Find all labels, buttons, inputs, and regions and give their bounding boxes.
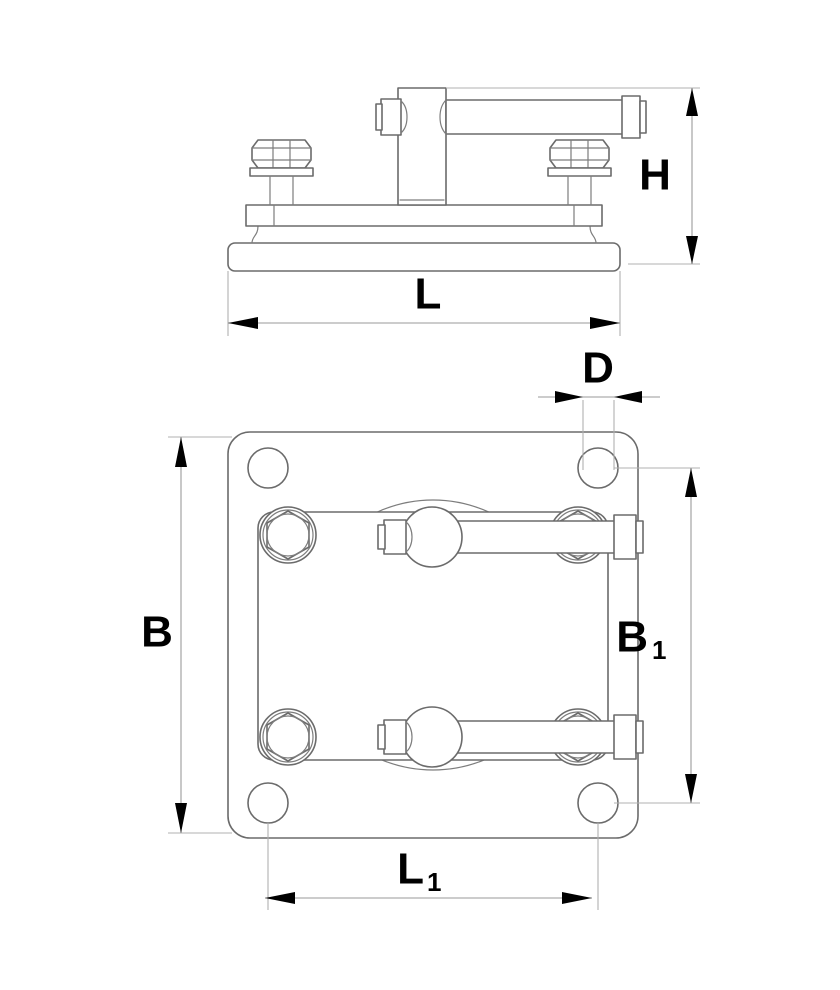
dimension-L1-arrow-right	[562, 892, 592, 904]
dimension-B-arrow-top	[175, 437, 187, 467]
dimension-B1-subscript: 1	[652, 635, 666, 665]
dimension-L1-arrow-left	[265, 892, 295, 904]
cross-rod-plan-body-lower	[431, 720, 633, 754]
base-flange	[227, 242, 621, 272]
dimension-L1: L 1	[265, 823, 599, 910]
dimension-D: D	[538, 344, 660, 470]
cross-rod-nut-washer-lower	[635, 720, 644, 754]
cross-rod-ball-seat	[439, 99, 447, 135]
dimension-L-arrow-right	[590, 317, 620, 329]
dimension-D-label: D	[582, 344, 614, 393]
cross-rod-left-ball-arc	[400, 100, 408, 134]
hex-bolt-plan-bore-bl	[266, 715, 310, 759]
hex-bolt-plan-ring-bl	[262, 711, 314, 763]
hex-bolt-washer-left	[249, 167, 314, 177]
cross-rod	[445, 99, 627, 135]
dimension-B-label: B	[141, 608, 173, 657]
hex-bolt-front-left	[249, 139, 314, 206]
cross-rod-plan-lower	[377, 706, 644, 768]
dimension-B: B	[141, 436, 232, 834]
cross-rod-left-head	[380, 98, 402, 136]
hex-bolt-plan-hex-bl	[266, 712, 310, 762]
dimension-B1-label: B	[616, 613, 648, 662]
dimension-B1-arrow-bottom	[685, 774, 697, 803]
flange-fillet-right	[589, 225, 597, 244]
ball-joint-seat-lower	[405, 721, 413, 753]
cross-rod-end-nut	[621, 95, 641, 139]
corner-hole-bottom-left	[247, 782, 289, 824]
cross-rod-nut-upper	[613, 514, 637, 560]
corner-hole-top-left	[247, 447, 289, 489]
cross-rod-plan-body-upper	[431, 520, 633, 554]
flange-fillet-left	[251, 225, 259, 244]
hex-bolt-head-right	[549, 139, 610, 169]
ball-joint-seat-upper	[405, 521, 413, 553]
dimension-H: H	[446, 87, 700, 265]
ball-joint-upper	[401, 506, 463, 568]
mounting-plate	[245, 204, 603, 227]
corner-hole-top-right	[577, 447, 619, 489]
dimension-H-arrow-top	[686, 88, 698, 116]
hex-bolt-head-left	[251, 139, 312, 169]
dimension-D-arrow-right	[614, 391, 642, 403]
dimension-B1: B 1	[614, 467, 700, 804]
dimension-H-arrow-bottom	[686, 236, 698, 264]
cross-rod-end-washer	[639, 100, 647, 134]
dimension-B1-arrow-top	[685, 468, 697, 497]
dimension-L-label: L	[415, 270, 442, 319]
cross-rod-head-washer-upper	[377, 524, 386, 550]
ball-joint-lower	[401, 706, 463, 768]
dimension-L-arrow-left	[228, 317, 258, 329]
front-elevation-view	[227, 87, 647, 272]
cross-rod-nut-washer-upper	[635, 520, 644, 554]
hex-bolt-plan-hex-tl	[266, 510, 310, 560]
plan-view	[227, 431, 644, 839]
hex-bolt-plan-ring-tl	[262, 509, 314, 561]
dimension-D-arrow-left	[555, 391, 583, 403]
hex-bolt-plan-bottom-left	[259, 708, 317, 766]
corner-hole-bottom-right	[577, 782, 619, 824]
cross-rod-left-washer	[375, 103, 383, 131]
cross-rod-head-lower	[383, 719, 407, 755]
dimension-L1-label: L	[397, 845, 424, 894]
cross-rod-plan-upper	[377, 506, 644, 568]
cross-rod-head-washer-lower	[377, 724, 386, 750]
cross-rod-head-upper	[383, 519, 407, 555]
dimension-L1-subscript: 1	[427, 867, 441, 897]
dimension-B-arrow-bottom	[175, 803, 187, 833]
dimension-L: L	[227, 270, 621, 336]
hex-bolt-plan-bore-tl	[266, 513, 310, 557]
hex-bolt-washer-right	[547, 167, 612, 177]
dimension-H-label: H	[639, 151, 671, 200]
cross-rod-nut-lower	[613, 714, 637, 760]
hex-bolt-plan-top-left	[259, 506, 317, 564]
hex-bolt-front-right	[547, 139, 612, 206]
